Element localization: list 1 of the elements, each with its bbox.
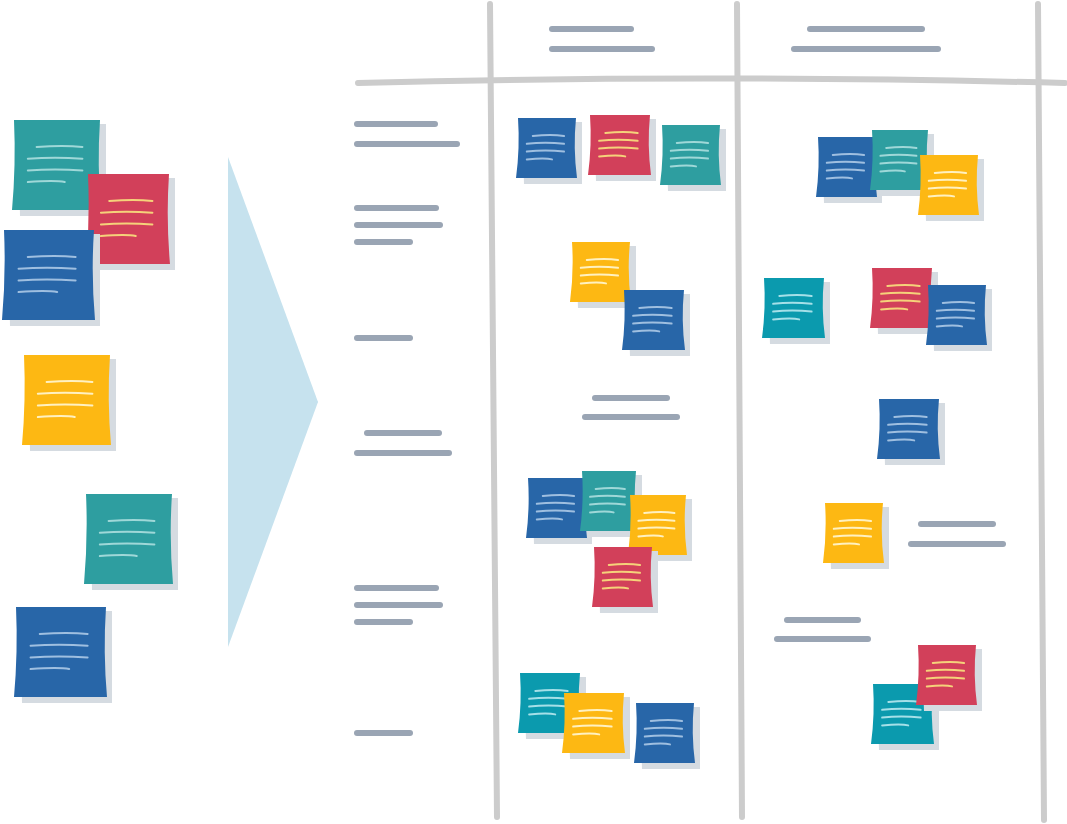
arrow bbox=[227, 157, 319, 647]
